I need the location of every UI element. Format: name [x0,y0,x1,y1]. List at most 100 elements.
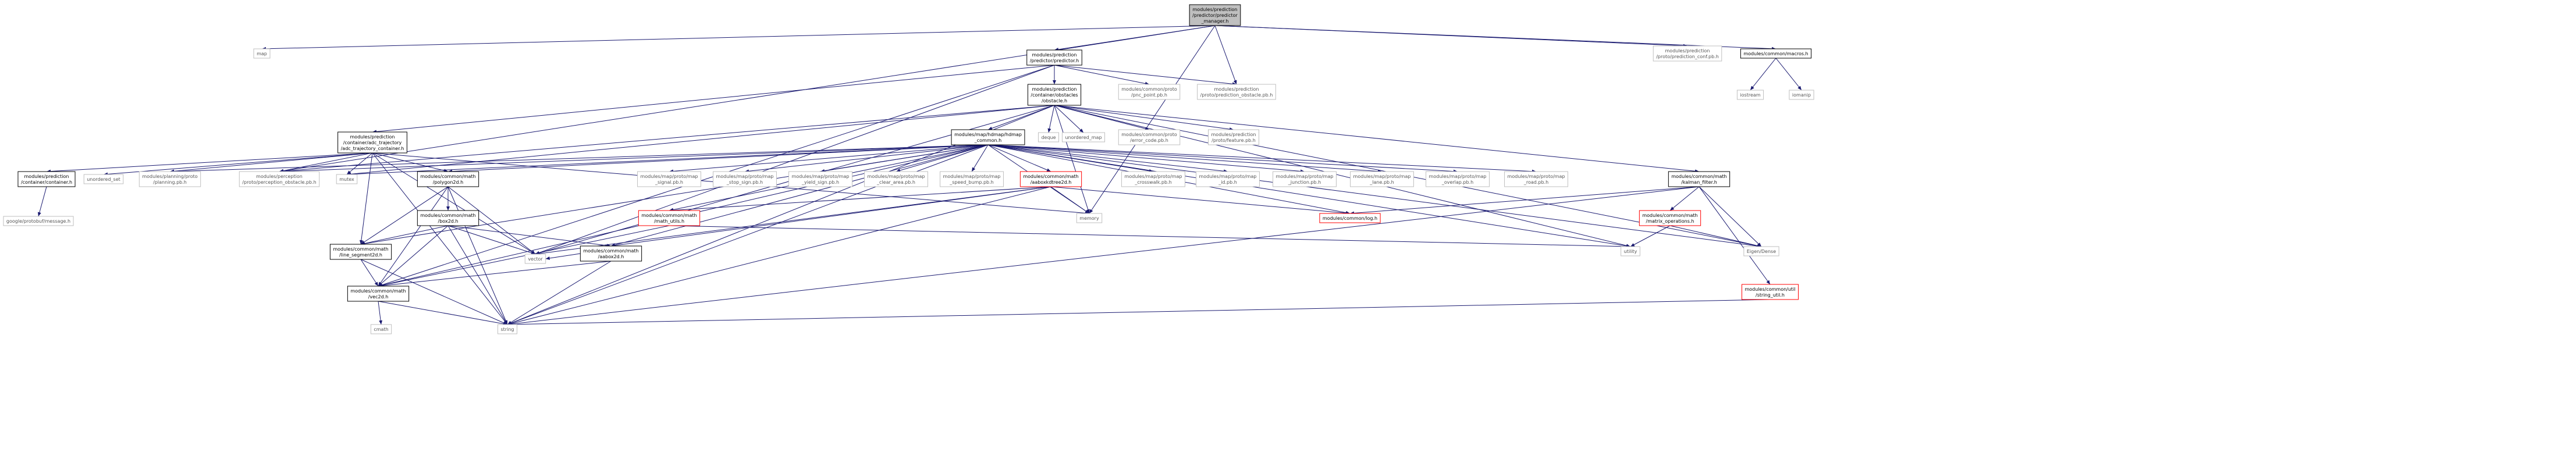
edge-matrix-ops-to-eigen [1669,225,1762,248]
node-label: modules/map/proto/map [1508,174,1565,179]
node-hdmap-common[interactable]: modules/map/hdmap/hdmap_common.h [951,129,1025,145]
node-root[interactable]: modules/prediction/predictor/predictor_m… [1189,4,1241,26]
node-label: modules/common/util [1744,287,1795,292]
edge-root-to-macros-h [1214,25,1776,51]
node-label: /vec2d.h [368,294,389,300]
edge-box2d-to-string [447,225,508,325]
edge-aaboxkdtree-to-log-h [1050,186,1351,215]
node-label: modules/prediction [1032,87,1077,92]
node-error-code: modules/common/proto/error_code.pb.h [1118,129,1181,145]
edge-obstacle-h-to-memory [1054,105,1090,214]
node-mutex: mutex [336,174,358,184]
node-vec2d[interactable]: modules/common/math/vec2d.h [347,286,410,302]
node-label: utility [1624,249,1637,254]
node-deque: deque [1037,132,1060,142]
node-adc-traj[interactable]: modules/prediction/container/adc_traject… [337,131,407,154]
node-label: modules/common/math [350,288,406,294]
node-label: /predictor/predictor [1192,13,1238,18]
node-label: /line_segment2d.h [339,252,382,258]
node-label: /obstacle.h [1042,98,1067,104]
node-label: google/protobuf/message.h [6,219,70,224]
node-pred-obstacle: modules/prediction/proto/prediction_obst… [1197,84,1276,100]
edge-adc-traj-to-perception-pb [279,152,373,173]
node-label: modules/common/math [641,213,697,218]
node-unordered-set: unordered_set [83,174,124,184]
edge-hdmap-common-to-stop-sign-pb [744,144,989,173]
node-label: /proto/perception_obstacle.pb.h [242,180,316,185]
node-label: /pnc_point.pb.h [1131,92,1167,98]
node-utility: utility [1621,246,1640,256]
node-cmath: cmath [370,324,392,334]
node-label: modules/map/proto/map [1199,174,1257,179]
edge-root-to-memory [1089,25,1216,214]
node-label: /aabox2d.h [598,254,624,259]
edge-obstacle-h-to-kalman [1054,105,1700,173]
node-label: modules/prediction [1193,7,1238,12]
node-unordered-map: unordered_map [1061,132,1106,142]
node-label: _id.pb.h [1218,180,1237,185]
node-aabox2d[interactable]: modules/common/math/aabox2d.h [580,245,642,262]
edge-hdmap-common-to-lane-pb [987,144,1383,173]
node-string-util[interactable]: modules/common/util/string_util.h [1741,284,1799,300]
node-vector: vector [524,254,546,264]
edge-macros-h-to-iostream [1750,58,1776,91]
node-label: modules/map/proto/map [1353,174,1411,179]
node-label: /predictor/predictor.h [1030,58,1079,63]
edge-box2d-to-aabox2d [447,225,612,248]
node-label: modules/prediction [1214,87,1259,92]
node-label: modules/common/proto [1121,87,1177,92]
node-stop-sign-pb: modules/map/proto/map_stop_sign.pb.h [713,171,777,187]
edge-aabox2d-to-string [507,261,612,325]
edge-matrix-ops-to-utility [1630,225,1671,247]
edge-hdmap-common-to-road-pb [987,144,1537,173]
node-label: _road.pb.h [1523,180,1548,185]
node-yield-sign-pb: modules/map/proto/map_yield_sign.pb.h [788,171,852,187]
node-planning-pb: modules/planning/proto/planning.pb.h [138,171,201,187]
node-obstacle-h[interactable]: modules/prediction/container/obstacles/o… [1027,84,1082,106]
edge-hdmap-common-to-aaboxkdtree [987,144,1051,172]
edge-hdmap-common-to-speed-bump-pb [971,144,989,172]
edge-hdmap-common-to-utility [987,144,1631,248]
edge-adc-traj-to-planning-pb [169,152,373,173]
node-label: iostream [1740,92,1760,98]
node-label: /proto/prediction_conf.pb.h [1656,54,1719,59]
node-string: string [498,324,517,334]
node-container-h[interactable]: modules/prediction/container/container.h [17,171,76,187]
node-line-segment[interactable]: modules/common/math/line_segment2d.h [329,244,392,260]
node-label: /box2d.h [438,219,459,224]
node-perception-pb: modules/perception/proto/perception_obst… [239,171,320,187]
node-label: _common.h [974,138,1001,143]
node-label: _speed_bump.pb.h [949,180,994,185]
node-polygon2d[interactable]: modules/common/math/polygon2d.h [417,171,479,187]
edge-math-utils-to-utility [669,225,1631,248]
node-label: modules/map/proto/map [868,174,925,179]
edge-hdmap-common-to-junction-pb [987,144,1305,173]
edge-aabox2d-to-vector [545,253,581,260]
node-label: memory [1079,216,1099,221]
node-iostream: iostream [1736,90,1764,100]
node-aaboxkdtree[interactable]: modules/common/math/aaboxkdtree2d.h [1019,171,1082,187]
node-math-utils[interactable]: modules/common/math/math_utils.h [638,210,701,226]
node-label: unordered_map [1065,135,1102,140]
node-label: modules/common/log.h [1323,216,1377,221]
node-matrix-ops[interactable]: modules/common/math/matrix_operations.h [1639,210,1701,226]
node-lane-pb: modules/map/proto/map_lane.pb.h [1350,171,1414,187]
node-eigen: Eigen/Dense [1743,246,1779,256]
edge-obstacle-h-to-perception-pb [279,105,1055,173]
edge-math-utils-to-vec2d [378,225,670,287]
node-log-h[interactable]: modules/common/log.h [1319,213,1381,223]
edge-hdmap-common-to-aabox2d [610,144,989,247]
edge-vec2d-to-cmath [378,301,383,325]
edge-root-to-pred-obstacle [1214,25,1237,85]
edge-obstacle-h-to-unordered-map [1054,105,1084,133]
node-macros-h[interactable]: modules/common/macros.h [1740,48,1812,59]
node-label: _lane.pb.h [1369,180,1394,185]
node-signal-pb: modules/map/proto/map_signal.pb.h [637,171,701,187]
node-box2d[interactable]: modules/common/math/box2d.h [417,210,479,226]
edge-box2d-to-line-segment [360,225,449,245]
node-kalman[interactable]: modules/common/math/kalman_filter.h [1668,171,1731,187]
edge-hdmap-common-to-perception-pb [279,144,989,173]
node-predictor-h[interactable]: modules/prediction/predictor/predictor.h [1026,49,1082,66]
node-label: modules/common/math [1671,174,1726,179]
node-label: string [501,327,514,332]
